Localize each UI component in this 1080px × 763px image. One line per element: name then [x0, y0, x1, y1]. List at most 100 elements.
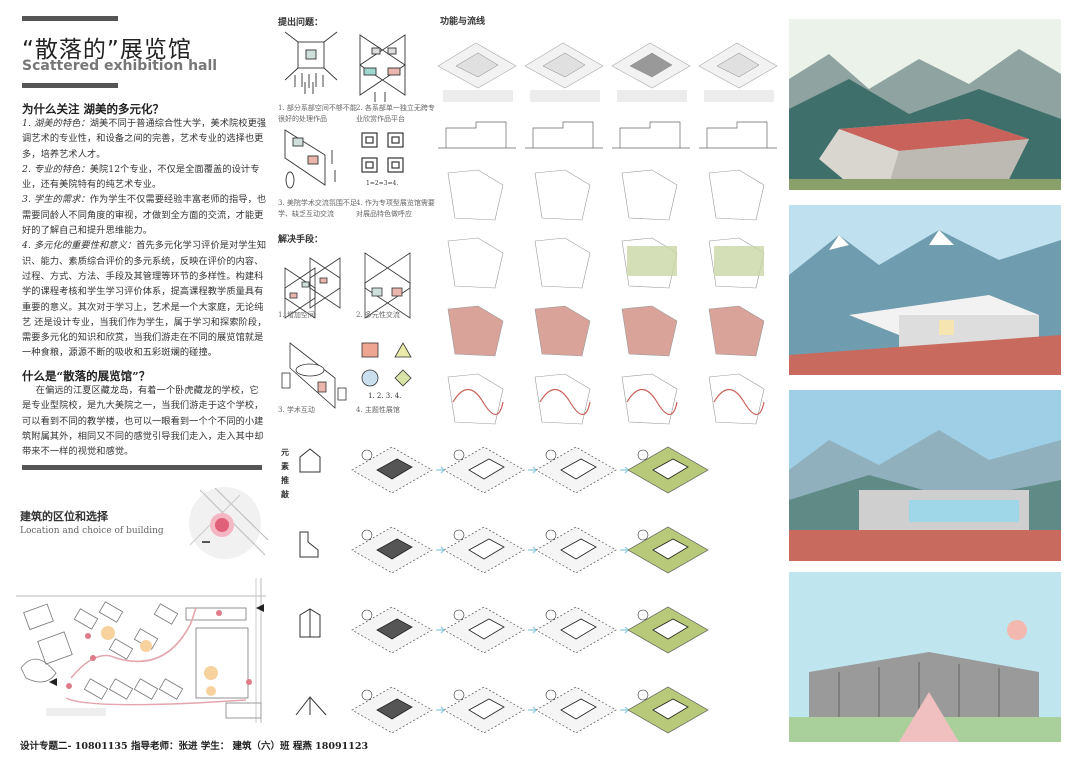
heading-char: 敲 — [281, 489, 289, 499]
rendering-2 — [789, 205, 1061, 375]
iso-building — [468, 458, 505, 480]
tree-icon — [361, 689, 373, 701]
page-subtitle: Scattered exhibition hall — [22, 58, 218, 74]
section — [525, 121, 603, 149]
tree-icon — [637, 609, 649, 621]
item-text: 首先多元化学习评价是对学生知识、能力、素质综合评价的多元系统，反映在评价的内容、… — [22, 240, 267, 359]
solution-caption-4: 4. 主题性展馆 — [356, 406, 400, 414]
massing-block — [455, 52, 499, 78]
elevation — [617, 90, 687, 102]
floor-plan — [534, 237, 591, 289]
floor-plan — [447, 237, 504, 289]
form-icon — [295, 696, 327, 716]
heading-char: 素 — [281, 461, 289, 471]
heading-char: 推 — [281, 475, 289, 485]
floor-plan — [534, 305, 591, 357]
item-lead: 1. 湖美的特色： — [22, 118, 90, 129]
title-top-bar — [22, 16, 118, 21]
section-divider — [22, 465, 262, 470]
elements-heading: 元素推敲 — [281, 445, 291, 501]
solution-caption-1: 1. 增加空间 — [278, 311, 315, 319]
arrow-icon — [528, 626, 538, 634]
item-lead: 3. 学生的需求： — [22, 194, 90, 206]
tree-icon — [637, 689, 649, 701]
arrow-icon — [620, 546, 630, 554]
what-heading: 什么是“散落的展览馆”？ — [22, 369, 151, 383]
iso-building — [560, 618, 597, 640]
iso-building — [376, 698, 413, 720]
floor-plan — [621, 305, 678, 357]
massing-block — [716, 52, 760, 78]
massing-block — [542, 52, 586, 78]
heading-char: 元 — [281, 447, 289, 457]
arrow-icon — [528, 466, 538, 474]
floor-plan — [447, 305, 504, 357]
section — [612, 121, 690, 149]
tree-icon — [453, 449, 465, 461]
elevation — [443, 90, 513, 102]
problem-diagrams — [284, 31, 406, 189]
iso-building — [652, 458, 689, 480]
floor-plan — [447, 373, 504, 425]
floor-plan — [447, 169, 504, 221]
form-icon — [299, 448, 321, 473]
element-study-grid — [295, 446, 709, 734]
iso-building — [652, 698, 689, 720]
tree-icon — [361, 609, 373, 621]
elevation — [530, 90, 600, 102]
function-heading: 功能与流线 — [440, 17, 486, 27]
solution-caption-3: 3. 学术互动 — [278, 406, 315, 414]
tree-icon — [453, 689, 465, 701]
item-lead: 4. 多元化的重要性和意义： — [22, 240, 137, 252]
floor-plan — [534, 373, 591, 425]
arrow-icon — [620, 626, 630, 634]
problem-caption-1: 1. 部分系部空间不够不能很好的处理作品 — [278, 104, 357, 123]
tree-icon — [545, 689, 557, 701]
floor-plan — [534, 169, 591, 221]
iso-building — [560, 458, 597, 480]
why-item-4: 4. 多元化的重要性和意义：首先多元化学习评价是对学生知识、能力、素质综合评价的… — [22, 238, 267, 360]
massing-block — [629, 52, 673, 78]
problem-diagram-3 — [284, 129, 336, 189]
what-body: 在偏远的江夏区藏龙岛，有着一个卧虎藏龙的学校，它是专业型院校，是九大美院之一，当… — [22, 385, 264, 458]
section — [699, 121, 777, 149]
tree-icon — [545, 529, 557, 541]
tree-icon — [453, 529, 465, 541]
iso-building — [376, 618, 413, 640]
problem-sequence: 1=2=3=4. — [366, 180, 399, 187]
problem-diagram-2 — [359, 34, 406, 102]
floor-plan — [708, 169, 765, 221]
page-title: “散落的”展览馆 — [22, 37, 192, 63]
problem-diagram-1 — [284, 31, 338, 94]
solution-diagram-3 — [281, 342, 347, 409]
iso-building — [376, 458, 413, 480]
iso-building — [376, 538, 413, 560]
problem-caption-4: 4. 作为专项型展览馆需要对展品特色做呼应 — [356, 199, 435, 218]
location-key-map — [189, 487, 269, 559]
item-text: 美院12个专业，不仅是全面覆盖的设计专业，还有美院特有的纯艺术专业。 — [22, 163, 260, 191]
location-subheading: Location and choice of building — [20, 526, 164, 536]
item-text: 湖美不同于普通综合性大学，美术院校更强调艺术的专业性，和设备之间的完善，艺术专业… — [22, 118, 267, 160]
item-lead: 2. 专业的特色： — [22, 163, 90, 175]
circulation-path — [539, 388, 591, 416]
plan-zone — [714, 246, 764, 276]
form-icon — [299, 608, 321, 638]
solution-diagram-1 — [284, 257, 341, 319]
floor-plan — [708, 373, 765, 425]
why-item-2: 2. 专业的特色：美院12个专业，不仅是全面覆盖的设计专业，还有美院特有的纯艺术… — [22, 162, 267, 193]
rendering-1 — [789, 19, 1061, 190]
title-bottom-bar — [22, 83, 118, 88]
solution-diagram-2 — [364, 252, 411, 319]
tree-icon — [637, 529, 649, 541]
solutions-heading: 解决手段： — [278, 235, 324, 245]
solution-diagrams — [281, 252, 412, 409]
iso-building — [652, 618, 689, 640]
arrow-icon — [620, 706, 630, 714]
arrow-icon — [528, 706, 538, 714]
iso-building — [468, 538, 505, 560]
elevation — [704, 90, 774, 102]
location-heading: 建筑的区位和选择 — [20, 510, 108, 523]
tree-icon — [453, 609, 465, 621]
tree-icon — [545, 449, 557, 461]
section — [438, 121, 516, 149]
